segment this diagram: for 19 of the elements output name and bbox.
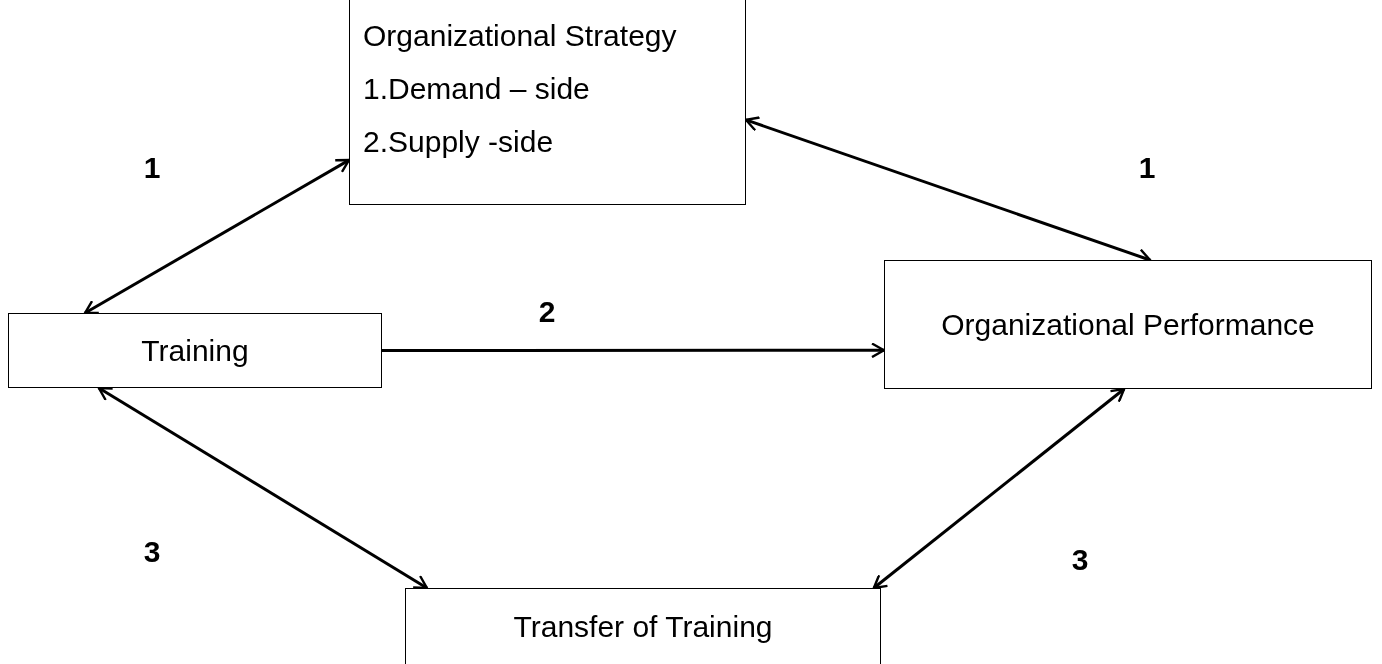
arrow (872, 387, 1126, 590)
arrow (97, 386, 429, 590)
box-text: Transfer of Training (513, 609, 773, 644)
text-box (349, 0, 746, 205)
box-text: 2.Supply -side (363, 124, 555, 160)
text-box (884, 260, 1372, 389)
box-text: Organizational Strategy (363, 18, 678, 54)
arrow (382, 342, 886, 359)
arrow (83, 158, 351, 315)
edge-label: 3 (1071, 543, 1089, 577)
edge-label: 3 (143, 535, 161, 569)
edge-label: 2 (538, 295, 556, 329)
box-text: Training (141, 333, 249, 368)
edge-label: 1 (1138, 151, 1156, 185)
edge-label: 1 (143, 151, 161, 185)
box-text: Organizational Performance (941, 307, 1315, 342)
text-box (405, 588, 881, 664)
text-box (8, 313, 382, 388)
box-text: 1.Demand – side (363, 71, 591, 107)
